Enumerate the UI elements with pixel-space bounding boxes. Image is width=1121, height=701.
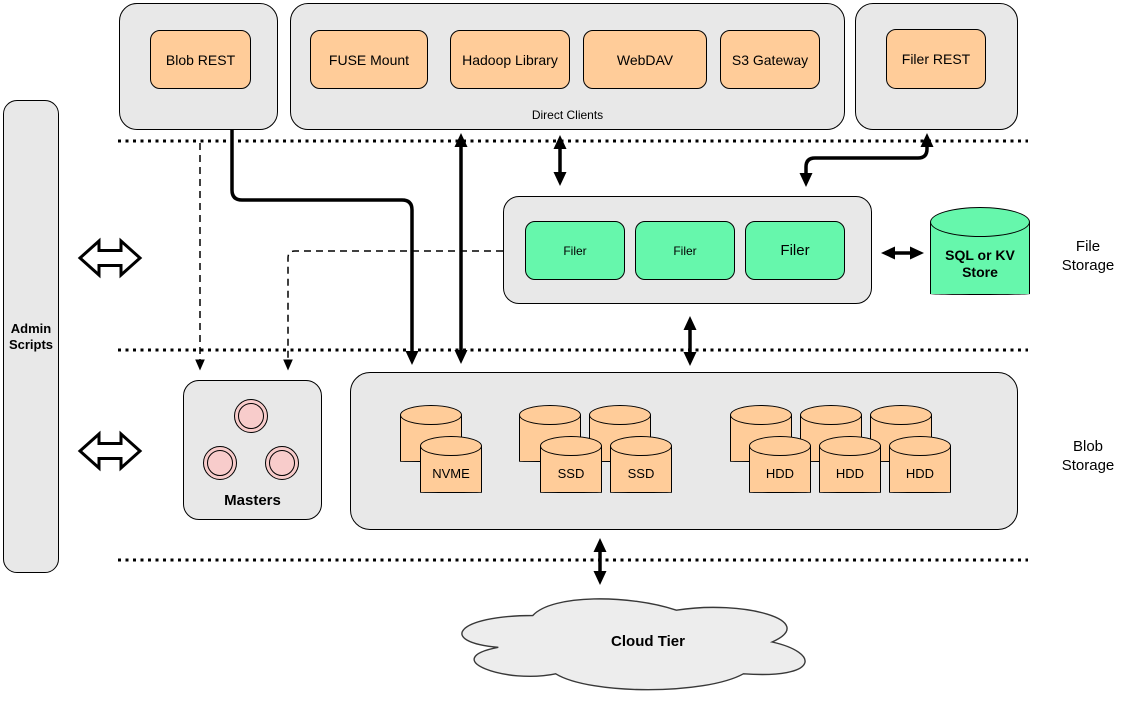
master-circle-3	[265, 446, 299, 480]
link-blobrest-volumes	[230, 130, 419, 365]
ssd-label-2: SSD	[627, 466, 655, 481]
hdd-cylinder-3: HDD	[889, 436, 951, 493]
blob-rest-node: Blob REST	[150, 30, 251, 89]
webdav-node: WebDAV	[583, 30, 707, 89]
file-storage-section-label: File Storage	[1061, 238, 1115, 274]
direct-clients-label: Direct Clients	[531, 108, 604, 122]
cylinder-top	[610, 436, 672, 456]
cylinder-top	[400, 405, 462, 425]
admin-double-arrow-file-storage	[77, 237, 143, 279]
admin-scripts-group: Admin Scripts	[3, 100, 59, 573]
master-circle-1	[234, 399, 268, 433]
nvme-cylinder: NVME	[420, 436, 482, 493]
cylinder-top	[800, 405, 862, 425]
masters-group: Masters	[183, 380, 322, 520]
hadoop-library-node: Hadoop Library	[450, 30, 570, 89]
masters-label: Masters	[224, 492, 281, 509]
cylinder-top	[889, 436, 951, 456]
admin-scripts-label: Admin Scripts	[8, 320, 54, 352]
blob-storage-section-label: Blob Storage	[1061, 438, 1115, 474]
sql-kv-store-cylinder: SQL or KV Store	[930, 207, 1030, 295]
filer-node-3: Filer	[745, 221, 845, 280]
hdd-cylinder-1: HDD	[749, 436, 811, 493]
cylinder-top	[930, 207, 1030, 237]
cylinder-top	[819, 436, 881, 456]
fuse-mount-node: FUSE Mount	[310, 30, 428, 89]
filer-rest-node: Filer REST	[886, 29, 986, 89]
hdd-label-3: HDD	[905, 466, 935, 481]
filer-node-2: Filer	[635, 221, 735, 280]
s3-gateway-node: S3 Gateway	[720, 30, 820, 89]
hdd-label-2: HDD	[835, 466, 865, 481]
ssd-label-1: SSD	[557, 466, 585, 481]
cylinder-top	[589, 405, 651, 425]
nvme-label: NVME	[432, 466, 470, 481]
link-filerrest-filers	[799, 133, 934, 187]
cylinder-top	[420, 436, 482, 456]
ssd-cylinder-2: SSD	[610, 436, 672, 493]
ssd-cylinder-1: SSD	[540, 436, 602, 493]
hdd-cylinder-2: HDD	[819, 436, 881, 493]
sql-kv-store-label: SQL or KV Store	[945, 247, 1015, 280]
filer-node-1: Filer	[525, 221, 625, 280]
cloud-tier-shape	[461, 598, 806, 691]
master-circle-2	[203, 446, 237, 480]
cloud-tier-label: Cloud Tier	[611, 633, 685, 650]
cylinder-top	[749, 436, 811, 456]
hdd-label-1: HDD	[765, 466, 795, 481]
admin-double-arrow-blob-storage	[77, 430, 143, 472]
cylinder-top	[519, 405, 581, 425]
cylinder-top	[870, 405, 932, 425]
cylinder-top	[540, 436, 602, 456]
cylinder-top	[730, 405, 792, 425]
dashed-link-filer-masters	[283, 250, 503, 371]
